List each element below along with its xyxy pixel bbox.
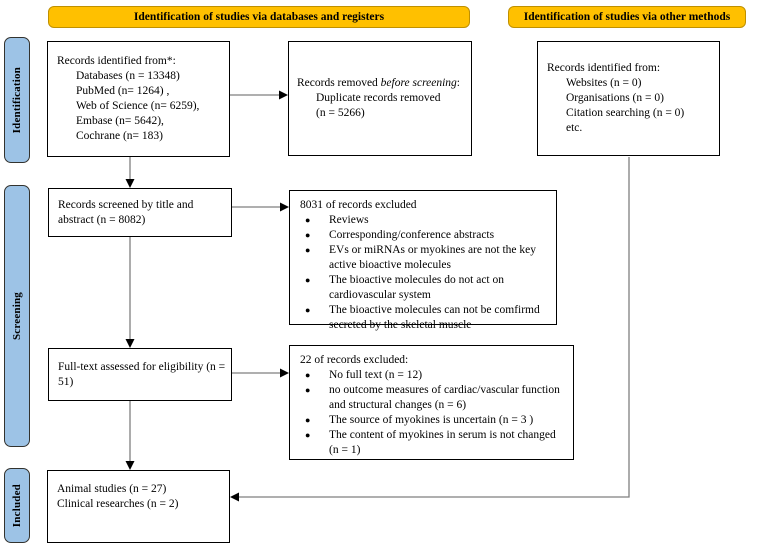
removed-title-italic: before screening — [380, 77, 457, 89]
database-count-line: Cochrane (n= 183) — [76, 130, 163, 142]
exclusion-reason-item: ● Corresponding/conference abstracts — [300, 228, 550, 243]
removed-detail-line: Duplicate records removed — [316, 92, 441, 104]
exclusion-reason-item: ● no outcome measures of cardiac/vascula… — [300, 383, 565, 413]
exclusion-reason-text: The source of myokines is uncertain (n =… — [329, 414, 534, 426]
box-title: Records identified from: — [547, 62, 661, 74]
database-count-line: PubMed (n= 1264) , — [76, 85, 170, 97]
exclusion-reason-item: ● The content of myokines in serum is no… — [300, 428, 565, 458]
exclusion-reason-item: ● EVs or miRNAs or myokines are not the … — [300, 243, 550, 273]
bullet-icon: ● — [305, 230, 311, 240]
fulltext-text: Full-text assessed for eligibility (n = … — [58, 360, 226, 388]
header-other-methods-label: Identification of studies via other meth… — [523, 11, 731, 23]
included-count-line: Clinical researches (n = 2) — [57, 498, 179, 510]
stage-included: Included — [4, 468, 30, 543]
exclusion-reason-item: ● No full text (n = 12) — [300, 368, 565, 383]
box-excluded-screening: 8031 of records excluded ● Reviews ● Cor… — [289, 190, 557, 331]
box-records-identified-other: Records identified from: Websites (n = 0… — [537, 41, 720, 156]
included-count-line: Animal studies (n = 27) — [57, 483, 167, 495]
box-records-identified-databases: Records identified from*: Databases (n =… — [47, 41, 230, 157]
box-excluded-fulltext: 22 of records excluded: ● No full text (… — [289, 345, 574, 460]
box-records-screened: Records screened by title and abstract (… — [48, 188, 232, 237]
bullet-icon: ● — [305, 305, 311, 315]
removed-title-prefix: Records removed — [297, 77, 381, 89]
header-databases-label: Identification of studies via databases … — [133, 11, 385, 23]
box-title: Records removed before screening: — [297, 76, 467, 91]
arrowhead-right-icon — [280, 368, 289, 378]
arrowhead-right-icon — [280, 202, 289, 212]
other-source-line: Organisations (n = 0) — [566, 92, 664, 104]
exclusion-reason-text: Reviews — [329, 214, 369, 226]
exclusion-reason-text: The content of myokines in serum is not … — [329, 429, 556, 456]
exclusion-reason-item: ● The source of myokines is uncertain (n… — [300, 413, 565, 428]
exclusion-reason-item: ● The bioactive molecules can not be com… — [300, 303, 550, 333]
arrowhead-right-icon — [279, 90, 288, 100]
stage-included-label: Included — [11, 483, 23, 528]
box-title: 22 of records excluded: — [300, 354, 409, 366]
box-included-studies: Animal studies (n = 27) Clinical researc… — [47, 470, 230, 543]
database-count-line: Web of Science (n= 6259), — [76, 100, 200, 112]
database-count-line: Embase (n= 5642), — [76, 115, 164, 127]
other-source-line: Citation searching (n = 0) — [566, 107, 685, 119]
box-title: Records identified from*: — [57, 55, 176, 67]
exclusion-reason-text: No full text (n = 12) — [329, 369, 423, 381]
database-count-line: Databases (n = 13348) — [76, 70, 180, 82]
exclusion-reason-text: EVs or miRNAs or myokines are not the ke… — [329, 244, 536, 271]
stage-identification-label: Identification — [11, 66, 23, 134]
arrowhead-down-icon — [125, 179, 135, 188]
exclusion-reason-text: no outcome measures of cardiac/vascular … — [329, 384, 560, 411]
other-source-line: etc. — [566, 122, 583, 134]
bullet-icon: ● — [305, 415, 311, 425]
bullet-icon: ● — [305, 275, 311, 285]
exclusion-reason-item: ● Reviews — [300, 213, 550, 228]
box-title: 8031 of records excluded — [300, 199, 417, 211]
bullet-icon: ● — [305, 385, 311, 395]
arrowhead-down-icon — [125, 339, 135, 348]
stage-screening-label: Screening — [11, 291, 23, 341]
stage-screening: Screening — [4, 185, 30, 447]
header-other-methods: Identification of studies via other meth… — [508, 6, 746, 28]
exclusion-reason-text: Corresponding/conference abstracts — [329, 229, 495, 241]
arrowhead-down-icon — [125, 461, 135, 470]
exclusion-reason-text: The bioactive molecules can not be comfi… — [329, 304, 540, 331]
exclusion-reason-item: ● The bioactive molecules do not act on … — [300, 273, 550, 303]
removed-title-suffix: : — [456, 77, 460, 89]
bullet-icon: ● — [305, 430, 311, 440]
removed-count-line: (n = 5266) — [316, 107, 365, 119]
bullet-icon: ● — [305, 215, 311, 225]
bullet-icon: ● — [305, 245, 311, 255]
header-databases-registers: Identification of studies via databases … — [48, 6, 470, 28]
other-source-line: Websites (n = 0) — [566, 77, 642, 89]
stage-identification: Identification — [4, 37, 30, 163]
screened-text: Records screened by title and abstract (… — [58, 198, 194, 226]
exclusion-reason-text: The bioactive molecules do not act on ca… — [329, 274, 504, 301]
bullet-icon: ● — [305, 370, 311, 380]
arrowhead-left-icon — [230, 492, 239, 502]
box-fulltext-assessed: Full-text assessed for eligibility (n = … — [48, 348, 232, 401]
box-records-removed: Records removed before screening: Duplic… — [288, 41, 472, 156]
